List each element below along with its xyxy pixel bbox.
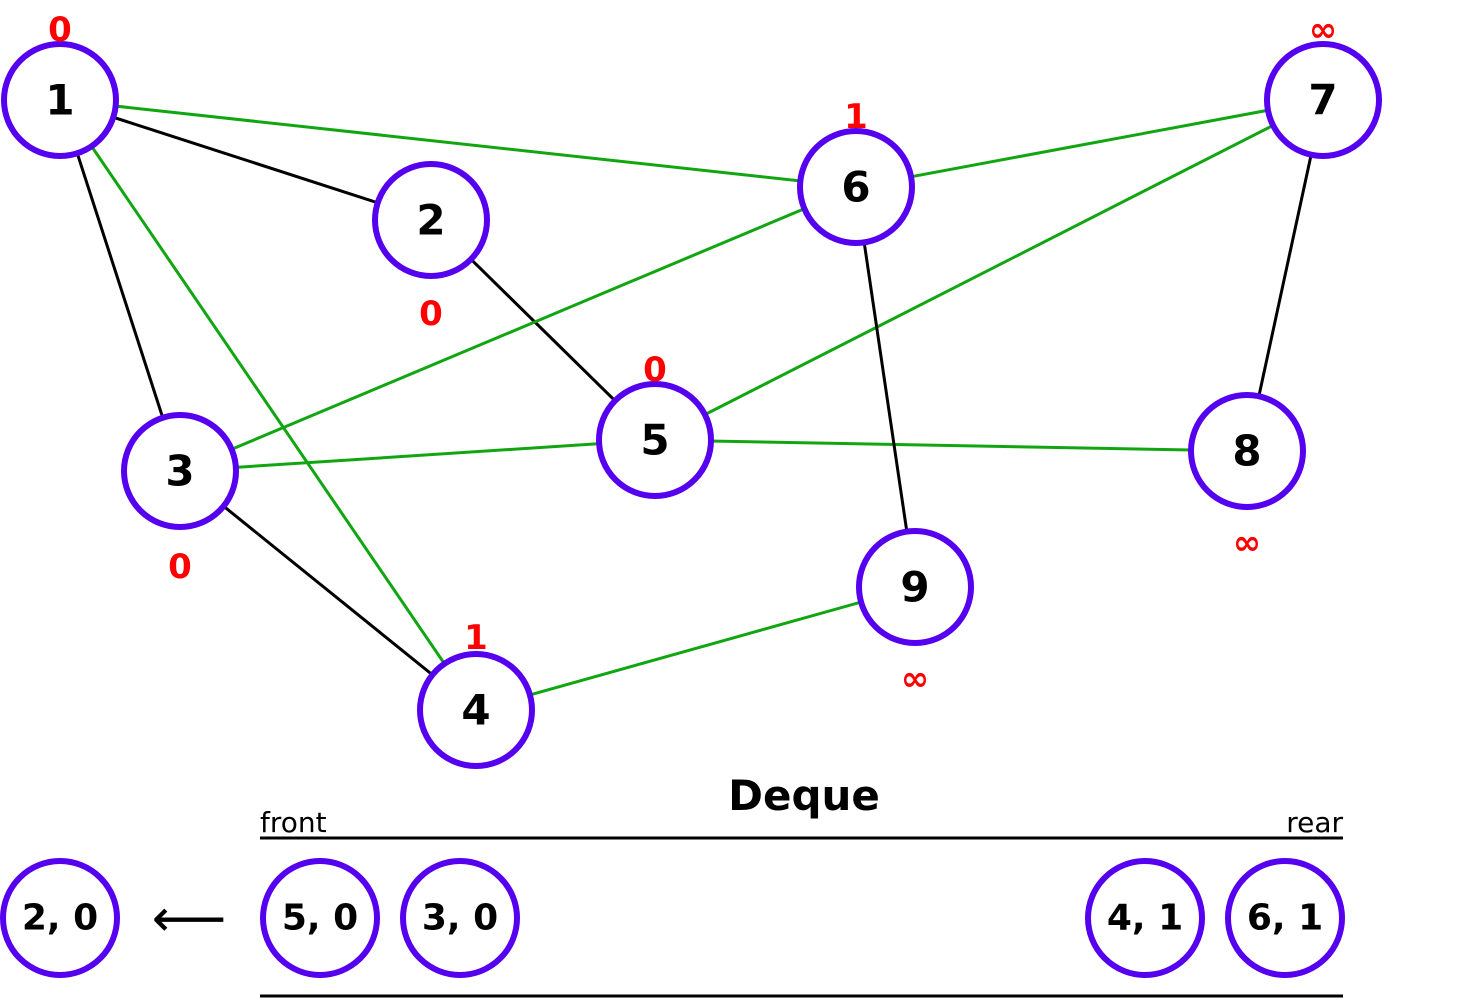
deque-rear-item: 6, 1 — [1225, 858, 1345, 978]
node-label: 8 — [1232, 427, 1261, 476]
node-circle — [797, 128, 915, 246]
deque-items: 2, 0 5, 0 3, 0 4, 1 6, 1 — [0, 858, 1345, 978]
deque-item-circle — [260, 858, 380, 978]
deque-front-item: 5, 0 — [260, 858, 380, 978]
graph-edges — [58, 98, 1325, 712]
edge-1-6 — [59, 98, 857, 189]
deque-rear-item: 4, 1 — [1085, 858, 1205, 978]
node-label: 1 — [45, 76, 74, 125]
node-label: 9 — [900, 563, 929, 612]
node-7: 7∞ — [1264, 10, 1382, 159]
distance-label: 0 — [168, 547, 192, 587]
popped-item: 2, 0 — [0, 858, 120, 978]
node-circle — [121, 412, 239, 530]
node-label: 2 — [416, 196, 445, 245]
node-label: 4 — [461, 686, 490, 735]
deque-item-label: 4, 1 — [1107, 898, 1183, 939]
distance-label: 0 — [48, 10, 72, 50]
edge-1-3 — [58, 99, 182, 472]
node-4: 41 — [417, 618, 535, 769]
node-label: 6 — [841, 163, 870, 212]
node-circle — [417, 651, 535, 769]
distance-label: 1 — [464, 618, 488, 658]
node-2: 20 — [372, 161, 490, 334]
edge-5-7 — [654, 98, 1324, 442]
node-circle — [856, 528, 974, 646]
node-label: 3 — [165, 447, 194, 496]
distance-label: ∞ — [1233, 523, 1261, 563]
deque-item-label: 5, 0 — [282, 898, 358, 939]
deque-item-circle — [0, 858, 120, 978]
edge-6-7 — [855, 98, 1324, 189]
node-circle — [372, 161, 490, 279]
deque-item-label: 3, 0 — [422, 898, 498, 939]
deque-panel: Deque front rear ⟵ 2, 0 5, 0 3, 0 4, 1 6, 1 — [0, 771, 1345, 998]
distance-label: ∞ — [1309, 10, 1337, 50]
edge-4-9 — [475, 585, 916, 712]
distance-label: 0 — [419, 294, 443, 334]
distance-label: ∞ — [901, 659, 929, 699]
deque-item-circle — [400, 858, 520, 978]
distance-label: 0 — [643, 350, 667, 390]
deque-item-label: 6, 1 — [1247, 898, 1323, 939]
node-label: 7 — [1308, 76, 1337, 125]
deque-front-label: front — [260, 806, 327, 839]
edge-3-6 — [179, 185, 857, 473]
edge-6-9 — [854, 186, 917, 588]
distance-label: 1 — [844, 97, 868, 137]
node-9: 9∞ — [856, 528, 974, 699]
node-circle — [1264, 41, 1382, 159]
node-3: 30 — [121, 412, 239, 587]
node-circle — [1, 41, 119, 159]
deque-front-item: 3, 0 — [400, 858, 520, 978]
node-1: 10 — [1, 10, 119, 159]
node-circle — [596, 381, 714, 499]
node-5: 50 — [596, 350, 714, 499]
node-6: 61 — [797, 97, 915, 246]
edge-5-8 — [654, 438, 1248, 453]
node-circle — [1188, 392, 1306, 510]
edge-1-2 — [59, 98, 432, 222]
edge-3-5 — [179, 438, 656, 473]
edge-7-8 — [1245, 99, 1325, 452]
deque-item-label: 2, 0 — [22, 898, 98, 939]
deque-item-circle — [1225, 858, 1345, 978]
dequeue-arrow: ⟵ — [152, 889, 227, 949]
edge-3-4 — [179, 469, 477, 712]
node-label: 5 — [640, 416, 669, 465]
node-8: 8∞ — [1188, 392, 1306, 563]
deque-title: Deque — [728, 771, 880, 820]
deque-rear-label: rear — [1286, 806, 1343, 839]
deque-item-circle — [1085, 858, 1205, 978]
edge-1-4 — [58, 99, 478, 711]
